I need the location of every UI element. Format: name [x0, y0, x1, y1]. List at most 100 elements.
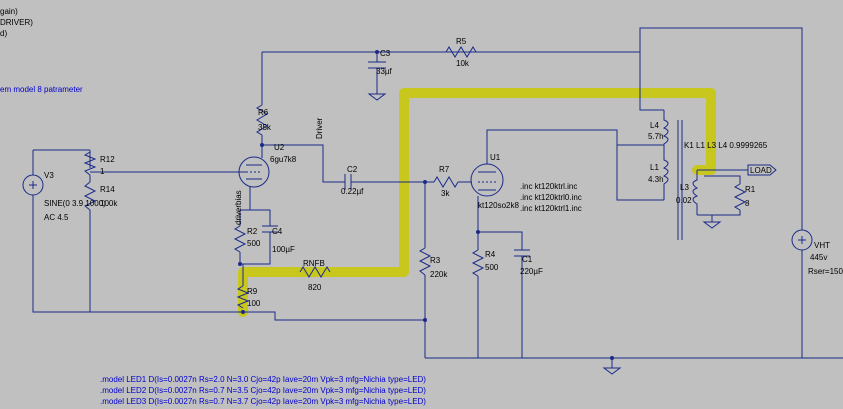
value-l4: 5.7h — [648, 132, 664, 141]
wire — [639, 28, 664, 111]
wire — [704, 175, 741, 216]
wire — [477, 196, 523, 250]
value-r7: 3k — [441, 189, 450, 198]
resistor-rnfb[interactable] — [299, 266, 331, 278]
value-r2: 500 — [247, 239, 261, 248]
resistor-r12[interactable] — [83, 151, 97, 176]
resistor-r7[interactable] — [433, 176, 459, 188]
ground-symbol — [702, 221, 722, 229]
capacitor-c3[interactable] — [367, 61, 387, 101]
resistor-r4[interactable] — [471, 249, 485, 277]
label-vht: VHT — [814, 241, 830, 250]
label-r5: R5 — [456, 37, 467, 46]
label-r7: R7 — [439, 165, 450, 174]
model-line: .model LED3 D(Is=0.0027n Rs=0.7 N=3.7 Cj… — [100, 397, 426, 406]
junction — [423, 318, 427, 322]
label-l1: L1 — [650, 163, 659, 172]
label-r12: R12 — [100, 155, 115, 164]
label-u2: U2 — [274, 143, 285, 152]
label-rnfb: RNFB — [303, 259, 325, 268]
label-r4: R4 — [485, 250, 496, 259]
wire — [250, 209, 271, 226]
value-c2: 0.22µf — [341, 187, 364, 196]
value-r12: 1 — [100, 167, 105, 176]
value-c4: 100µF — [272, 245, 295, 254]
wire — [239, 187, 251, 226]
label-r3: R3 — [430, 256, 441, 265]
resistor-r6[interactable] — [256, 104, 268, 136]
coupling-directive: K1 L1 L3 L4 0.9999265 — [684, 141, 768, 150]
value-r4: 500 — [485, 263, 499, 272]
resistor-r9[interactable] — [236, 285, 250, 309]
label-r14: R14 — [100, 185, 115, 194]
model-line: .model LED1 D(Is=0.0027n Rs=2.0 N=3.0 Cj… — [100, 375, 426, 384]
value-c3: 33µf — [376, 67, 393, 76]
net-label-driverbias: driverbias — [234, 190, 243, 225]
label-c4: C4 — [272, 227, 283, 236]
tube-u1[interactable] — [470, 163, 504, 197]
ground-symbol — [602, 367, 622, 375]
junction — [375, 50, 379, 54]
tube-u2[interactable] — [238, 156, 270, 188]
wire — [262, 144, 345, 183]
resistor-r5[interactable] — [445, 46, 477, 58]
wire — [239, 232, 271, 265]
label-l3: L3 — [680, 183, 689, 192]
value-u2: 6gu7k8 — [270, 155, 297, 164]
label-r9: R9 — [247, 287, 258, 296]
junction — [260, 143, 264, 147]
label-r6: R6 — [258, 108, 269, 117]
junction — [241, 310, 245, 314]
resistor-r1[interactable] — [733, 183, 747, 211]
value-r9: 100 — [247, 299, 261, 308]
source-vht[interactable] — [791, 229, 813, 251]
resistor-r14[interactable] — [83, 181, 97, 211]
source-v3[interactable] — [22, 174, 44, 196]
inc-directive: .inc kt120ktrl0.inc — [520, 193, 582, 202]
junction — [423, 180, 427, 184]
resistor-r2[interactable] — [233, 225, 247, 253]
inc-directive: .inc kt120ktrl1.inc — [520, 204, 582, 213]
label-c1: C1 — [522, 255, 533, 264]
value-rnfb: 820 — [308, 283, 322, 292]
label-u1: U1 — [490, 153, 501, 162]
header-line: DRIVER) — [0, 18, 33, 27]
wire — [486, 129, 664, 201]
label-c2: C2 — [347, 165, 358, 174]
model-line: .model LED2 D(Is=0.0027n Rs=0.7 N=3.5 Cj… — [100, 386, 426, 395]
ac-v3: AC 4.5 — [44, 213, 69, 222]
value-r1: 8 — [745, 199, 750, 208]
load-label-flag — [747, 164, 777, 176]
value-c1: 220µF — [520, 267, 543, 276]
inc-directive: .inc kt120ktrl.inc — [520, 182, 577, 191]
value-l1: 4.3h — [648, 175, 664, 184]
wire — [243, 311, 425, 321]
label-r1: R1 — [745, 185, 756, 194]
header-line: d) — [0, 29, 7, 38]
label-r2: R2 — [247, 227, 258, 236]
net-label-load: LOAD — [750, 166, 772, 175]
value-u1: kt120so2k8 — [478, 201, 519, 210]
wire — [32, 150, 243, 313]
rser-vht: Rser=150 — [808, 267, 843, 276]
value-l3: 0.02 — [676, 196, 692, 205]
value-r3: 220k — [430, 270, 448, 279]
header-line: gain) — [0, 7, 18, 16]
net-label-driver: Driver — [315, 117, 324, 139]
feedback-highlight — [238, 88, 716, 317]
label-v3: V3 — [44, 171, 54, 180]
junction — [610, 356, 614, 360]
model-note: em model 8 patrameter — [0, 85, 83, 94]
junction — [238, 262, 242, 266]
label-c3: C3 — [380, 49, 391, 58]
junction — [476, 230, 480, 234]
value-r14: 100k — [100, 199, 118, 208]
value-r6: 35k — [258, 123, 272, 132]
wire — [697, 214, 713, 222]
value-r5: 10k — [456, 59, 470, 68]
value-v3: SINE(0 3.9 1000) — [44, 199, 106, 208]
transformer[interactable] — [662, 110, 699, 240]
resistor-r3[interactable] — [418, 247, 432, 276]
